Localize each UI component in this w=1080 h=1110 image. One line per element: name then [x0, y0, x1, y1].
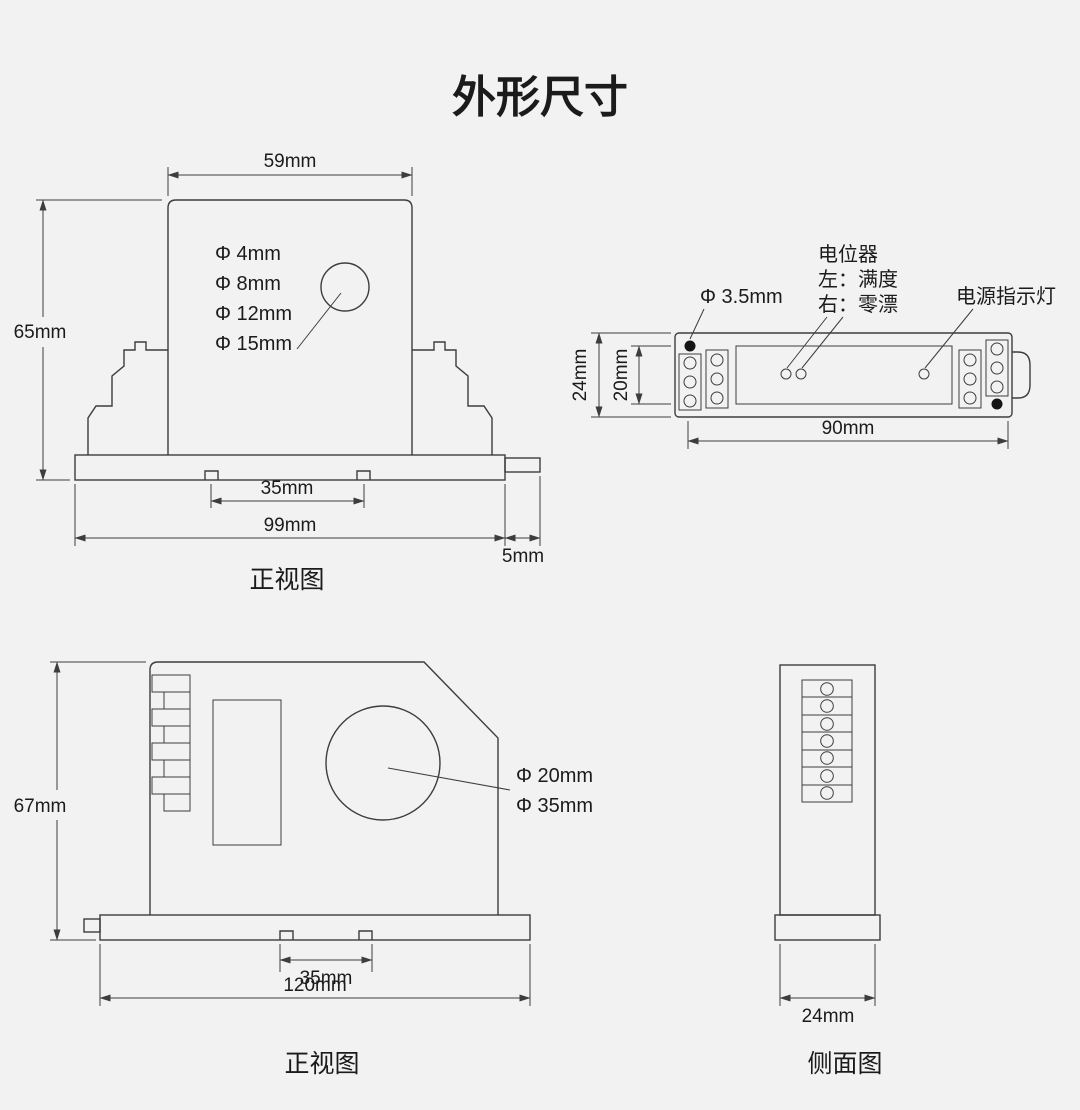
terminal-block	[705, 349, 729, 409]
slot-dim-label: 35mm	[300, 968, 353, 989]
front-view-2-body-outline	[149, 661, 499, 915]
side-view-drawing: 24mm 侧面图	[774, 664, 883, 1078]
base-width-dim-label: 120mm	[283, 975, 346, 996]
front-view-1-body-outline	[167, 199, 413, 455]
leader-line	[786, 316, 828, 369]
terminal-screw	[820, 751, 834, 765]
leader-line	[801, 316, 844, 369]
terminal-screw	[710, 353, 724, 367]
terminal-comb-cell	[151, 742, 191, 761]
module-height-dim-label: 24mm	[570, 349, 591, 402]
terminal-comb-cell	[151, 776, 191, 795]
depth-dim-label: 24mm	[802, 1006, 855, 1027]
hole-size-label: Φ 4mm	[215, 243, 281, 265]
base-width-dim-label: 99mm	[264, 515, 317, 536]
terminal-screw	[710, 391, 724, 405]
terminal-block	[958, 349, 982, 409]
front-view-1-caption: 正视图	[249, 566, 324, 594]
through-hole-circle	[325, 705, 441, 821]
front-view-2-caption: 正视图	[284, 1050, 359, 1078]
terminal-screw	[820, 734, 834, 748]
terminal-comb-cell	[151, 708, 191, 727]
leader-line	[924, 308, 974, 369]
terminal-screw	[820, 717, 834, 731]
power-led	[918, 368, 930, 380]
hole-leader-line	[296, 292, 342, 350]
top-view-drawing: Φ 3.5mm 电位器 左：满度 右：零漂 电源指示灯 24mm 20mm 90…	[570, 243, 1056, 449]
front-view-1-left-wing	[87, 341, 168, 455]
potentiometer-fullscale	[780, 368, 792, 380]
terminal-screw	[683, 394, 697, 408]
front-view-1-right-wing	[412, 341, 493, 455]
terminal-screw	[820, 699, 834, 713]
power-led-label: 电源指示灯	[956, 285, 1056, 308]
base-notch	[279, 930, 294, 940]
terminal-screw	[990, 380, 1004, 394]
clip-dim-label: 5mm	[502, 546, 544, 567]
terminal-screw	[820, 786, 834, 800]
top-width-dim-label: 59mm	[264, 151, 317, 172]
hole-size-label: Φ 35mm	[516, 795, 593, 817]
front-view-2-base	[99, 914, 531, 941]
din-clip-tab	[83, 918, 101, 933]
terminal-screw	[710, 372, 724, 386]
slot-dim-label: 35mm	[261, 478, 314, 499]
potentiometer-label-right: 右：零漂	[818, 293, 898, 316]
mounting-hole-right	[991, 398, 1003, 410]
terminal-screw	[963, 391, 977, 405]
hole-size-label: Φ 8mm	[215, 273, 281, 295]
terminal-strip	[801, 679, 853, 803]
mounting-hole-dim-label: Φ 3.5mm	[700, 286, 783, 308]
terminal-screw	[990, 361, 1004, 375]
through-hole-circle	[320, 262, 370, 312]
side-view-base	[774, 914, 881, 941]
base-notch	[358, 930, 373, 940]
label-window	[212, 699, 282, 846]
leader-line	[689, 308, 705, 340]
height-dim-label: 65mm	[14, 322, 67, 343]
base-notch	[204, 470, 219, 480]
din-clip-tab	[504, 457, 541, 473]
mounting-hole-left	[684, 340, 696, 352]
hole-size-label: Φ 20mm	[516, 765, 593, 787]
module-top-panel	[735, 345, 953, 405]
terminal-screw	[683, 375, 697, 389]
side-view-body-outline	[779, 664, 876, 916]
hole-leader-line	[387, 767, 511, 791]
potentiometer-zerodrift	[795, 368, 807, 380]
terminal-comb-cell	[151, 674, 191, 693]
terminal-screw	[820, 769, 834, 783]
terminal-block	[678, 353, 702, 411]
terminal-screw	[683, 356, 697, 370]
module-inner-height-dim-label: 20mm	[611, 349, 632, 402]
terminal-screw	[820, 682, 834, 696]
height-dim-label: 67mm	[14, 796, 67, 817]
terminal-comb-cell	[163, 725, 191, 744]
terminal-comb-cell	[163, 691, 191, 710]
base-notch	[356, 470, 371, 480]
potentiometer-label-title: 电位器	[818, 243, 878, 266]
front-view-1-drawing: Φ 4mm Φ 8mm Φ 12mm Φ 15mm 59mm 65mm 35mm…	[14, 151, 545, 594]
terminal-comb-cell	[163, 793, 191, 812]
front-view-2-drawing: Φ 20mm Φ 35mm 67mm 35mm 120mm 正视图	[14, 661, 593, 1078]
module-end-tab	[1012, 351, 1031, 399]
front-view-1-base	[74, 454, 506, 481]
hole-size-label: Φ 15mm	[215, 333, 292, 355]
terminal-screw	[963, 353, 977, 367]
terminal-screw	[990, 342, 1004, 356]
terminal-screw	[963, 372, 977, 386]
terminal-comb-cell	[163, 759, 191, 778]
terminal-block	[985, 339, 1009, 397]
page-title: 外形尺寸	[452, 73, 628, 122]
potentiometer-label-left: 左：满度	[818, 268, 898, 291]
module-length-dim-label: 90mm	[822, 418, 875, 439]
hole-size-label: Φ 12mm	[215, 303, 292, 325]
side-view-caption: 侧面图	[807, 1050, 882, 1078]
module-outline	[674, 332, 1013, 418]
